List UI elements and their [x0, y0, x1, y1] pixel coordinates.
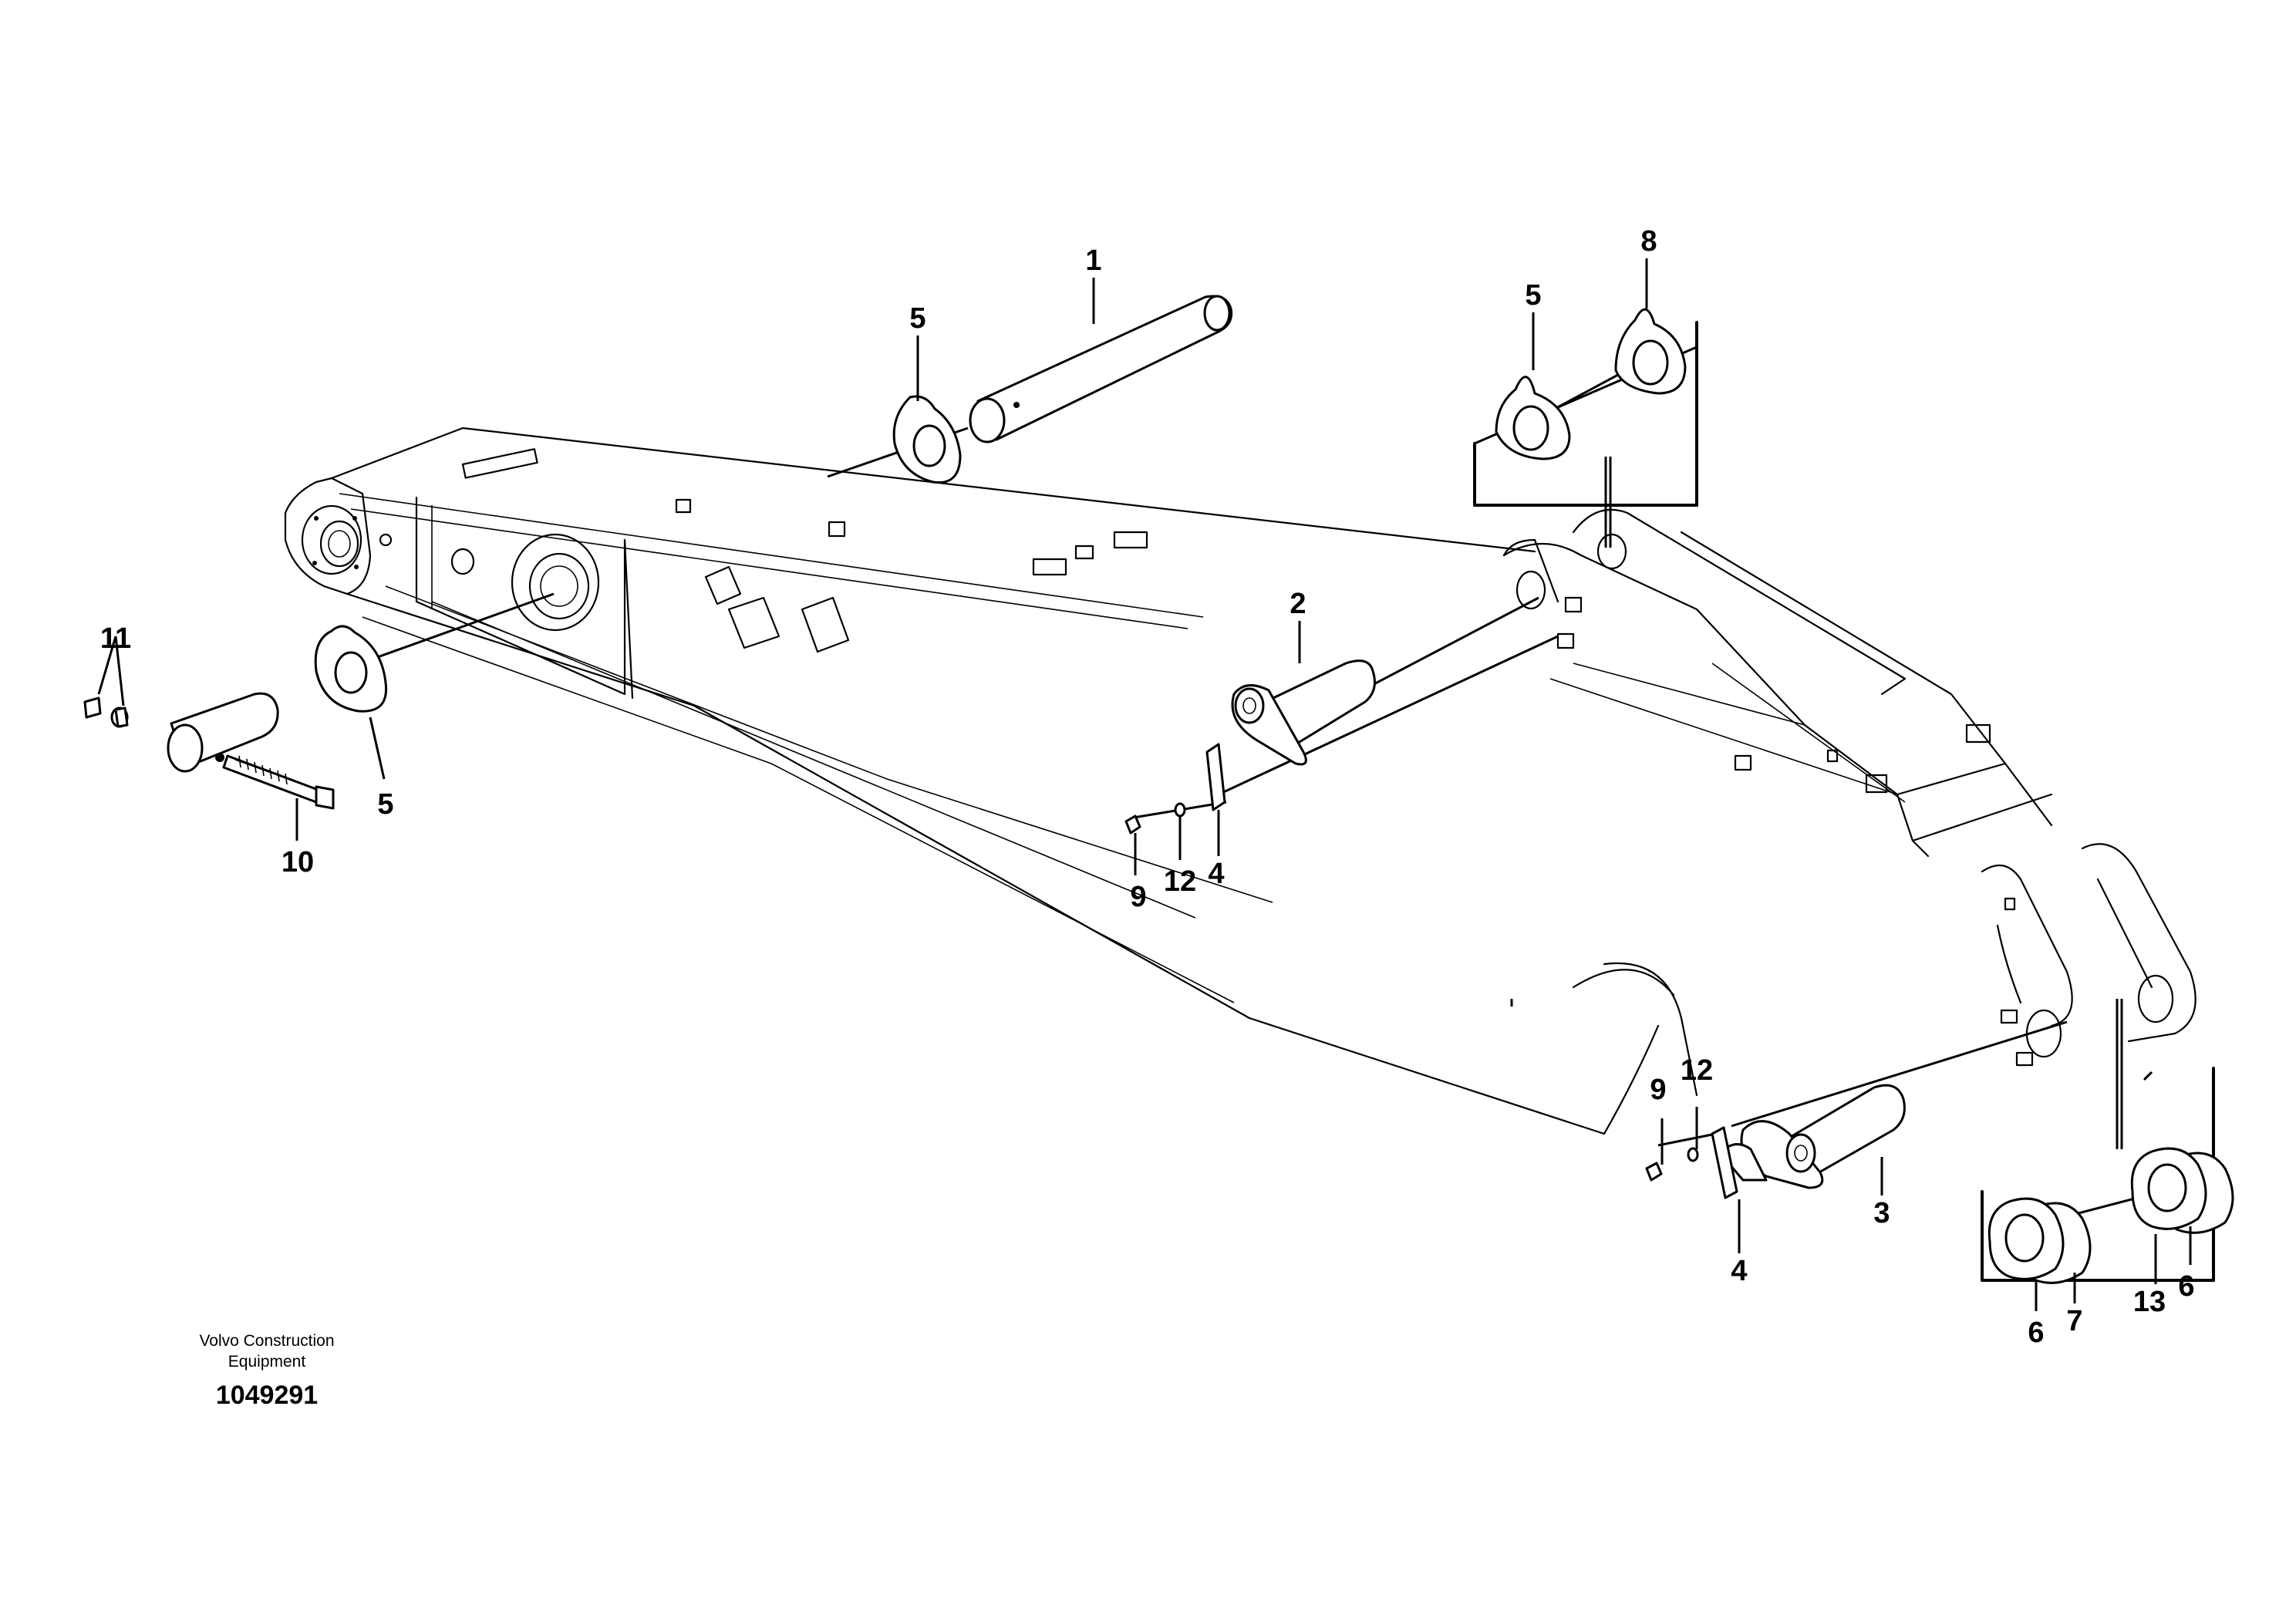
- maker-name-line2: Equipment: [228, 1353, 306, 1371]
- callout-12-lower: 12: [1681, 1054, 1713, 1087]
- callout-9-lower: 9: [1650, 1074, 1666, 1106]
- callout-10: 10: [282, 846, 314, 878]
- part-9-12-bolt-lower: [1645, 1147, 1699, 1182]
- callout-leaders: [97, 258, 2192, 1311]
- callout-7: 7: [2066, 1305, 2082, 1337]
- leader-lines: [342, 346, 2191, 1228]
- callout-5-left: 5: [377, 788, 393, 821]
- callout-4-upper: 4: [1208, 858, 1224, 890]
- part-9-12-bolt-upper: [1124, 802, 1186, 835]
- callout-3: 3: [1873, 1197, 1890, 1229]
- callout-11: 11: [100, 622, 131, 655]
- boom-body: [284, 427, 2197, 1135]
- part-5-washer-top: [892, 395, 962, 484]
- callout-13: 13: [2133, 1286, 2166, 1318]
- washer-box-lower: [1981, 1067, 2234, 1284]
- callout-12-upper: 12: [1164, 865, 1196, 898]
- callout-labels: 1 5 5 8 11 5 10 2 9 12 4 9 12 4 3 6 7 13…: [100, 225, 2195, 1349]
- part-4-plate-lower: [1711, 1126, 1738, 1199]
- drawing-footer: Volvo Construction Equipment 1049291: [199, 1332, 334, 1410]
- callout-8: 8: [1640, 225, 1657, 258]
- part-11-nuts: [83, 696, 129, 728]
- callout-6-left: 6: [2028, 1317, 2044, 1349]
- part-10-bolt: [222, 754, 335, 810]
- callout-9-upper: 9: [1130, 881, 1146, 913]
- callout-2: 2: [1290, 588, 1306, 620]
- part-3-pin: [1718, 1084, 1906, 1189]
- part-4-plate-upper: [1205, 743, 1226, 811]
- maker-name-line1: Volvo Construction: [199, 1332, 334, 1350]
- drawing-number: 1049291: [216, 1381, 318, 1410]
- part-block-cap: [167, 692, 279, 773]
- callout-5-top: 5: [909, 302, 925, 335]
- part-1-pin: [969, 295, 1233, 443]
- part-5-washer-left: [314, 625, 388, 713]
- callout-6-right: 6: [2178, 1270, 2194, 1303]
- callout-5-upper-right: 5: [1525, 279, 1541, 312]
- washer-box-upper: [1473, 308, 1698, 507]
- callout-1: 1: [1085, 244, 1101, 277]
- callout-4-lower: 4: [1731, 1255, 1747, 1287]
- part-2-pin: [1231, 659, 1376, 766]
